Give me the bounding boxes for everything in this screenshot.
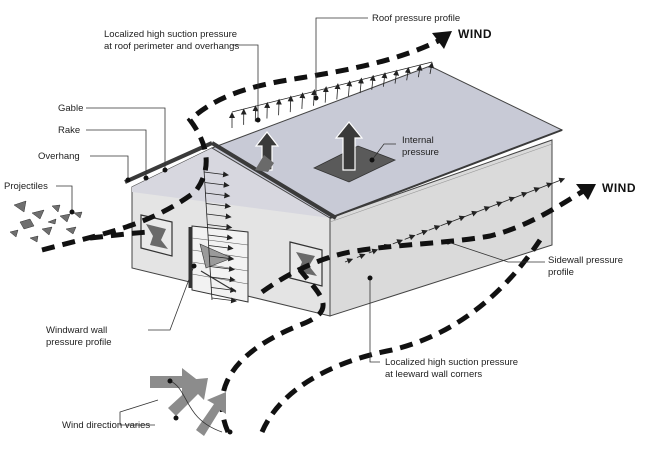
pressure-arrow <box>346 80 353 97</box>
label-wind-right: WIND <box>602 181 636 195</box>
building <box>124 65 564 317</box>
pressure-arrow <box>205 192 231 199</box>
pressure-arrow <box>203 171 229 178</box>
internal-pressure-arrow <box>334 121 364 171</box>
pressure-arrow <box>334 83 341 100</box>
pressure-arrow <box>205 202 231 209</box>
label-windward-1: Windward wall <box>46 325 107 336</box>
pressure-arrow <box>299 92 306 109</box>
wind-direction-dot <box>173 415 179 421</box>
wind-flow-arrow <box>259 238 543 433</box>
roof-side-edge <box>329 129 563 219</box>
label-rake: Rake <box>58 125 80 136</box>
pressure-arrow <box>369 74 376 90</box>
wind-direction-dot <box>167 378 173 384</box>
pressure-arrow <box>207 234 233 241</box>
label-localized-roof-2: at roof perimeter and overhangs <box>104 41 239 52</box>
wind-flow-arrow <box>41 37 442 253</box>
label-internal-2: pressure <box>402 147 439 158</box>
broken-window-icon <box>140 214 173 257</box>
label-roof-pressure-profile: Roof pressure profile <box>372 13 460 24</box>
label-windward-2: pressure profile <box>46 337 111 348</box>
wind-direction-dot <box>227 429 233 435</box>
label-sidewall-1: Sidewall pressure <box>548 255 623 266</box>
pressure-arrow <box>322 86 329 103</box>
pressure-arrow <box>209 265 235 272</box>
pressure-arrow <box>416 229 428 236</box>
pressure-arrow <box>416 64 423 78</box>
pressure-arrow <box>357 77 364 94</box>
projectile-debris-icon <box>9 200 83 243</box>
pressure-arrow <box>464 210 478 218</box>
windward-pressure-arrows <box>203 169 237 304</box>
wind-flow-arrow <box>260 187 587 295</box>
garage-door <box>188 225 249 303</box>
label-localized-roof-1: Localized high suction pressure <box>104 29 237 40</box>
pressure-arrow <box>404 67 411 81</box>
pressure-arrow <box>287 95 294 113</box>
sidewall-pressure-arrows <box>344 177 566 264</box>
label-wind-direction-varies: Wind direction varies <box>62 420 150 431</box>
pressure-arrow <box>500 196 516 204</box>
pressure-arrow <box>211 297 237 304</box>
pressure-arrow <box>440 220 453 227</box>
pressure-arrow <box>356 253 366 260</box>
label-leeward-2: at leeward wall corners <box>385 369 482 380</box>
leader-lines <box>56 17 545 426</box>
pressure-arrow <box>209 255 235 262</box>
wind-flow-arrow <box>89 229 151 241</box>
label-wind-top: WIND <box>458 27 492 41</box>
label-sidewall-2: profile <box>548 267 574 278</box>
roof-eave-edge <box>210 141 338 220</box>
pressure-arrow <box>428 62 435 75</box>
side-wall-seam <box>329 143 553 223</box>
pressure-arrow <box>368 248 379 255</box>
gable-suction-arrow <box>254 131 280 172</box>
pressure-arrow <box>392 239 404 245</box>
label-leeward-1: Localized high suction pressure <box>385 357 518 368</box>
pressure-arrow <box>208 244 234 251</box>
pressure-arrow <box>210 276 236 283</box>
label-internal-1: Internal <box>402 135 434 146</box>
rake-edge <box>124 141 213 184</box>
pressure-arrow <box>393 69 400 84</box>
pressure-arrow <box>428 225 441 231</box>
gable-area <box>132 148 330 218</box>
pressure-arrow <box>344 258 354 264</box>
label-gable: Gable <box>58 103 83 114</box>
label-projectiles: Projectiles <box>4 181 48 192</box>
wind-flow-arrowhead <box>432 31 452 49</box>
pressure-arrow <box>452 215 466 222</box>
wind-direction-arrow <box>150 368 226 436</box>
pressure-arrow <box>211 286 237 293</box>
pressure-arrow <box>476 206 491 213</box>
pressure-arrow <box>207 223 233 230</box>
pressure-arrow <box>488 201 503 209</box>
pressure-arrow <box>381 72 388 87</box>
label-overhang: Overhang <box>38 151 80 162</box>
pressure-arrow <box>206 213 232 220</box>
pressure-arrow <box>204 181 230 188</box>
pressure-arrow <box>547 177 566 186</box>
wind-flow-arrowhead <box>576 184 596 200</box>
pressure-arrow <box>404 234 416 241</box>
wind-direction-bracket <box>167 379 223 433</box>
